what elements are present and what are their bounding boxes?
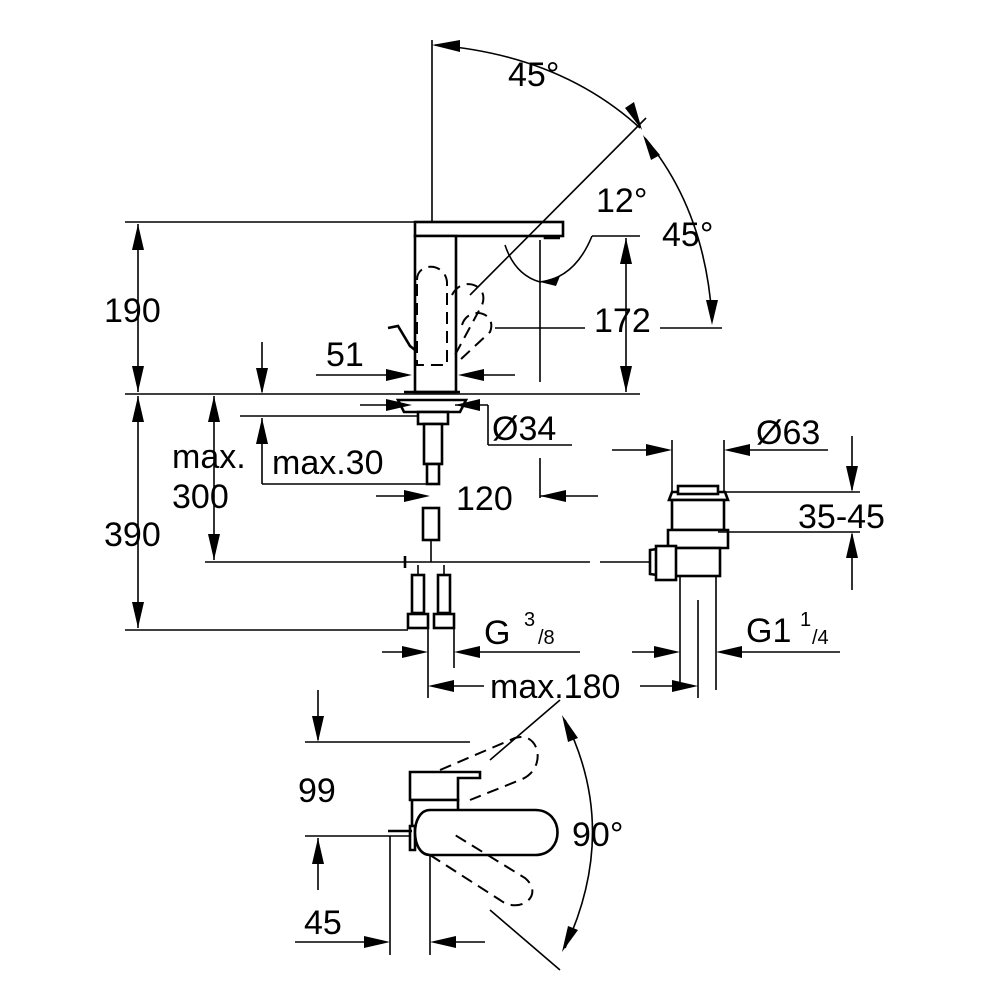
label-height-190: 190 bbox=[104, 292, 161, 330]
label-swivel-angle: 90° bbox=[572, 816, 623, 854]
label-diameter-63: Ø63 bbox=[756, 414, 820, 452]
label-height-390: 390 bbox=[104, 516, 161, 554]
label-tilt-angle: 12° bbox=[596, 182, 647, 220]
label-thread-g-den: /8 bbox=[538, 627, 555, 649]
label-max-180: max.180 bbox=[490, 668, 620, 706]
label-max-30: max.30 bbox=[272, 444, 384, 482]
label-height-172: 172 bbox=[594, 302, 651, 340]
label-thread-g1: G1 bbox=[746, 612, 791, 650]
label-height-99: 99 bbox=[298, 772, 336, 810]
label-diameter-34: Ø34 bbox=[492, 410, 556, 448]
label-right-angle: 45° bbox=[662, 216, 713, 254]
label-depth-120: 120 bbox=[456, 480, 513, 518]
label-thread-g: G bbox=[484, 614, 510, 652]
label-width-45: 45 bbox=[304, 904, 342, 942]
dimension-labels: 45° 12° 45° 190 172 51 Ø34 Ø63 max. max.… bbox=[104, 56, 885, 942]
label-thread-g1-den: /4 bbox=[812, 627, 829, 649]
faucet-side-view bbox=[387, 40, 660, 630]
label-thread-g-num: 3 bbox=[524, 609, 535, 631]
waste-side-view bbox=[648, 484, 730, 690]
label-top-angle: 45° bbox=[508, 56, 559, 94]
label-width-51: 51 bbox=[326, 336, 364, 374]
label-max: max. bbox=[172, 438, 246, 476]
faucet-top-view bbox=[295, 690, 594, 971]
label-max-300: 300 bbox=[172, 478, 229, 516]
label-range-35-45: 35-45 bbox=[798, 498, 885, 536]
label-thread-g1-num: 1 bbox=[800, 609, 811, 631]
dimension-lines bbox=[125, 40, 860, 698]
